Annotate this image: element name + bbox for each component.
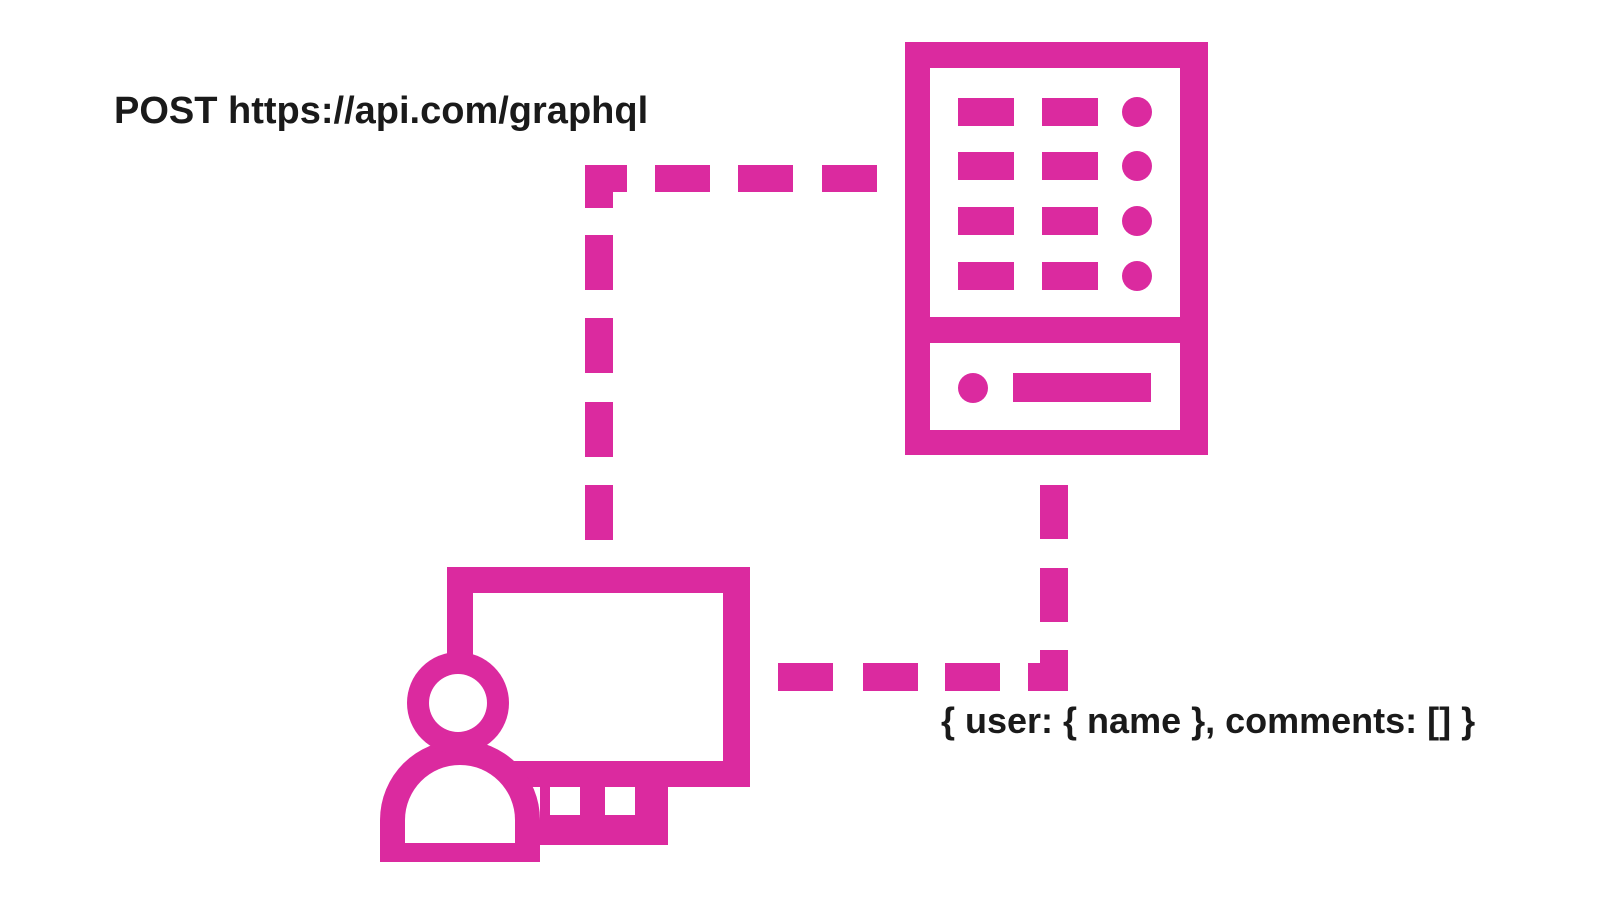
request-dash bbox=[585, 402, 613, 457]
request-dash bbox=[585, 235, 613, 290]
server-row bbox=[958, 261, 1152, 291]
request-dash bbox=[585, 318, 613, 373]
server-row bbox=[958, 206, 1152, 236]
request-dash bbox=[738, 165, 793, 192]
person-head-inner bbox=[429, 674, 487, 732]
request-dash bbox=[822, 165, 877, 192]
response-dash bbox=[945, 663, 1000, 691]
response-path-corner bbox=[1028, 650, 1068, 691]
client-workstation-icon bbox=[380, 567, 750, 862]
monitor-stand-notch bbox=[550, 787, 580, 815]
request-path-corner bbox=[585, 165, 627, 208]
server-row bbox=[958, 151, 1152, 181]
response-dash bbox=[863, 663, 918, 691]
server-row bbox=[958, 97, 1152, 127]
api-server-icon bbox=[905, 42, 1208, 455]
monitor-stand-notch bbox=[605, 787, 635, 815]
response-dash bbox=[778, 663, 833, 691]
response-dash bbox=[1040, 485, 1068, 539]
monitor-screen bbox=[473, 593, 723, 761]
person-body-inner bbox=[405, 765, 515, 843]
request-label: POST https://api.com/graphql bbox=[114, 90, 649, 132]
response-path bbox=[778, 485, 1068, 691]
response-dash bbox=[1040, 568, 1068, 622]
request-dash bbox=[655, 165, 710, 192]
request-path bbox=[585, 165, 877, 540]
person-icon bbox=[380, 652, 540, 862]
server-drive-slot bbox=[1013, 373, 1151, 402]
request-dash bbox=[585, 485, 613, 540]
server-status-light bbox=[958, 373, 988, 403]
response-label: { user: { name }, comments: [] } bbox=[941, 700, 1476, 741]
